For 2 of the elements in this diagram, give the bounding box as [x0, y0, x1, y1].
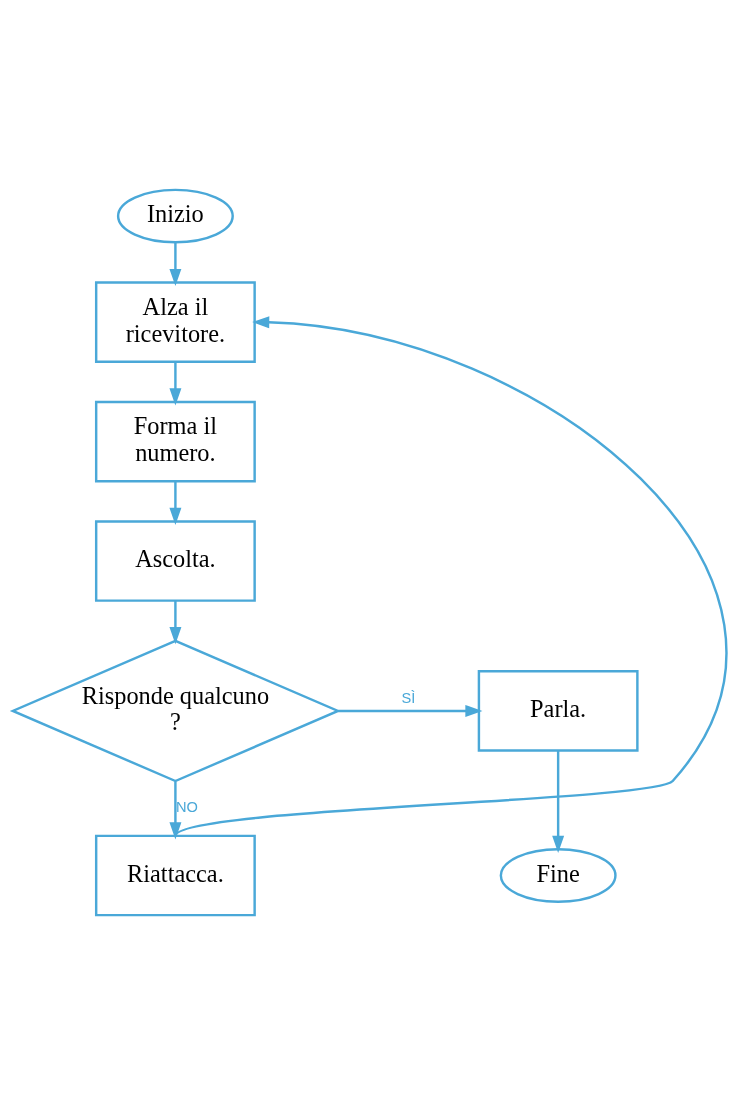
edge-label: NO [176, 798, 198, 815]
edge-label: SÌ [401, 689, 416, 706]
